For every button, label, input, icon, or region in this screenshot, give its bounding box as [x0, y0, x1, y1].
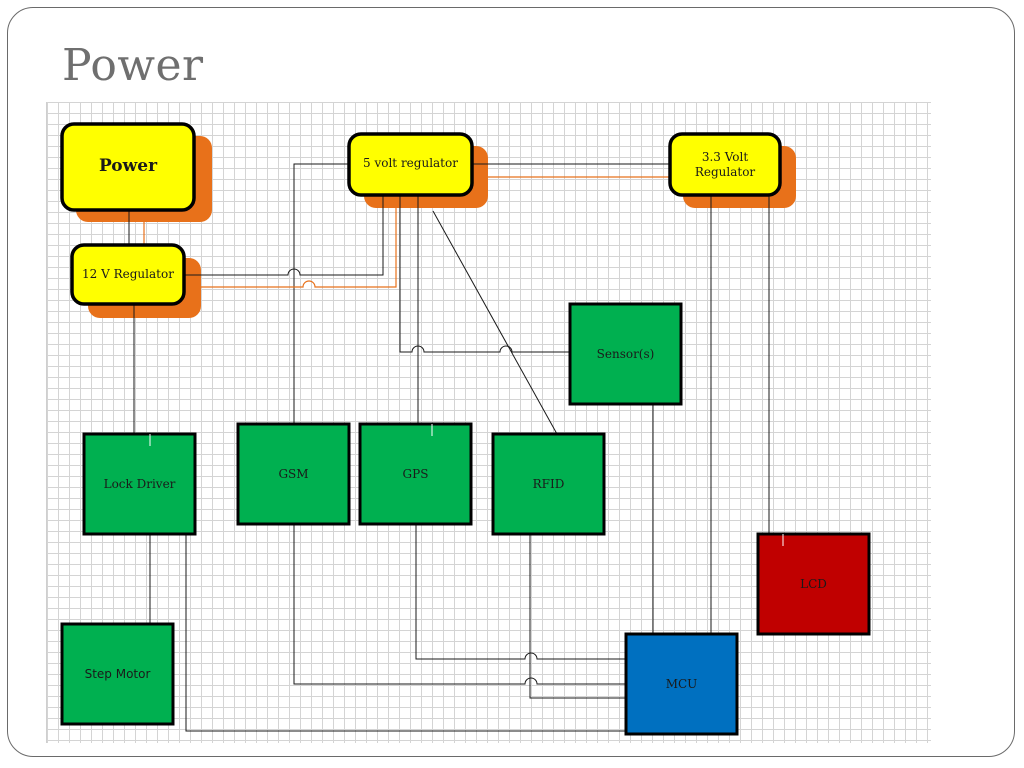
rfid-box — [491, 432, 606, 536]
wire-gsm-mcu — [293, 524, 626, 685]
wire-gps-mcu — [415, 524, 626, 660]
gps-box — [358, 422, 473, 526]
connector-ticks — [149, 424, 784, 546]
gsm-label: GSM — [278, 466, 309, 481]
wire-5v-sensors — [399, 195, 570, 353]
rfid-label: RFID — [532, 476, 565, 491]
lcd-label: LCD — [800, 576, 827, 591]
module-boxes — [60, 302, 871, 736]
mcu-label: MCU — [665, 676, 698, 691]
sensors-label: Sensor(s) — [596, 346, 655, 361]
power-box — [60, 122, 196, 212]
gps-label: GPS — [402, 466, 429, 481]
step-motor-label: Step Motor — [84, 666, 151, 681]
orange-wire-12v-5v — [201, 208, 397, 288]
grid-background — [46, 102, 931, 743]
reg12-box — [70, 243, 186, 306]
reg33-label-line2: Regulator — [694, 164, 756, 179]
reg5-box — [347, 132, 474, 197]
wire-gsm-5v — [293, 163, 349, 424]
step-motor-box — [60, 622, 175, 726]
reg12-label: 12 V Regulator — [82, 267, 174, 281]
lcd-box — [756, 532, 871, 636]
wire-lock-mcu — [185, 534, 626, 732]
sensors-box — [568, 302, 683, 406]
black-wires — [128, 163, 770, 732]
regulator-boxes — [60, 122, 782, 306]
lock-driver-box — [82, 432, 197, 536]
mcu-box — [624, 632, 739, 736]
reg33-label-line1: 3.3 Volt — [701, 149, 749, 164]
reg33-box — [668, 132, 782, 197]
wire-5v-rfid — [432, 210, 558, 435]
reg33-label: 3.3 Volt Regulator — [670, 134, 780, 195]
wire-rfid-mcu — [529, 534, 626, 699]
power-label: Power — [98, 156, 158, 177]
lock-driver-label: Lock Driver — [103, 476, 176, 491]
wire-12v-5v — [184, 195, 384, 276]
reg5-label: 5 volt regulator — [363, 156, 458, 170]
slide-title: Power — [62, 40, 204, 91]
gsm-box — [236, 422, 351, 526]
